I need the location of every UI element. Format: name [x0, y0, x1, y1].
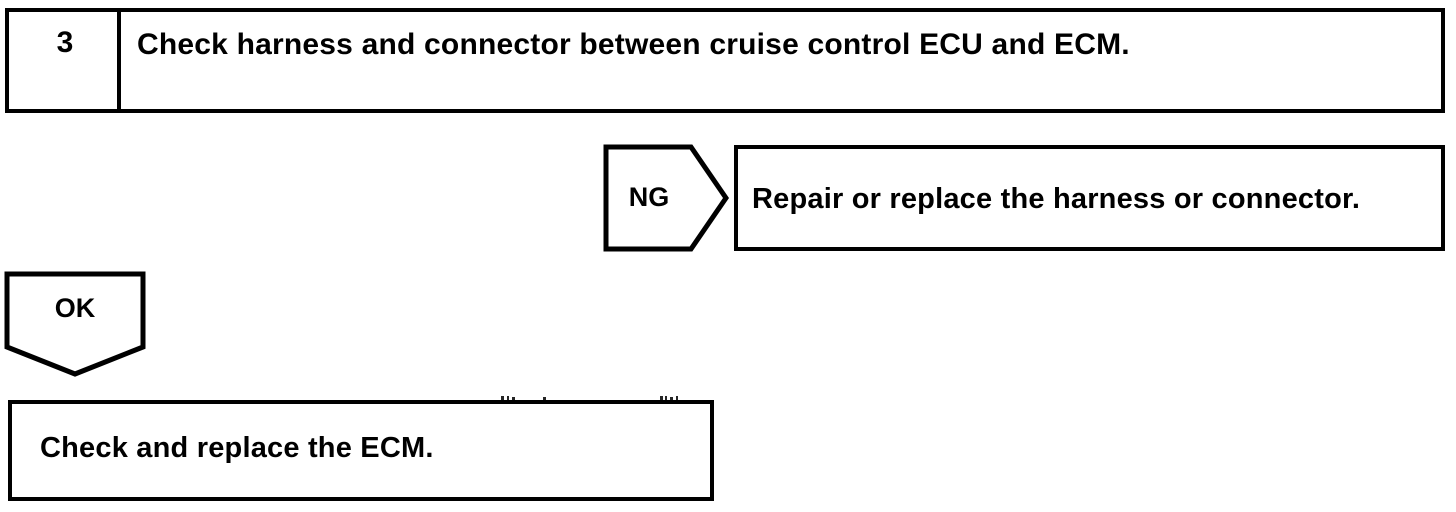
ok-action-box: Check and replace the ECM.: [8, 400, 714, 501]
scan-artifact: [507, 396, 509, 401]
step-number-cell: 3: [9, 12, 121, 109]
ng-branch-marker: [603, 144, 729, 252]
ok-branch-marker: [4, 271, 146, 379]
scan-artifact: [676, 396, 678, 402]
step-description-label: Check harness and connector between crui…: [137, 28, 1130, 61]
ok-action-label: Check and replace the ECM.: [40, 432, 434, 464]
ng-action-label: Repair or replace the harness or connect…: [752, 183, 1361, 215]
right-arrow-pentagon-icon: [603, 144, 729, 252]
scan-artifact: [543, 397, 546, 401]
scan-artifact: [501, 396, 504, 402]
scan-artifact: [660, 396, 663, 402]
ng-action-box: Repair or replace the harness or connect…: [734, 145, 1445, 251]
step-number-label: 3: [56, 26, 74, 59]
down-arrow-pentagon-icon: [4, 271, 146, 377]
step-row: 3 Check harness and connector between cr…: [5, 8, 1445, 113]
scan-artifact: [665, 396, 667, 401]
scan-artifact: [670, 397, 673, 401]
step-description-cell: Check harness and connector between crui…: [121, 12, 1441, 109]
scan-artifact: [512, 397, 515, 401]
